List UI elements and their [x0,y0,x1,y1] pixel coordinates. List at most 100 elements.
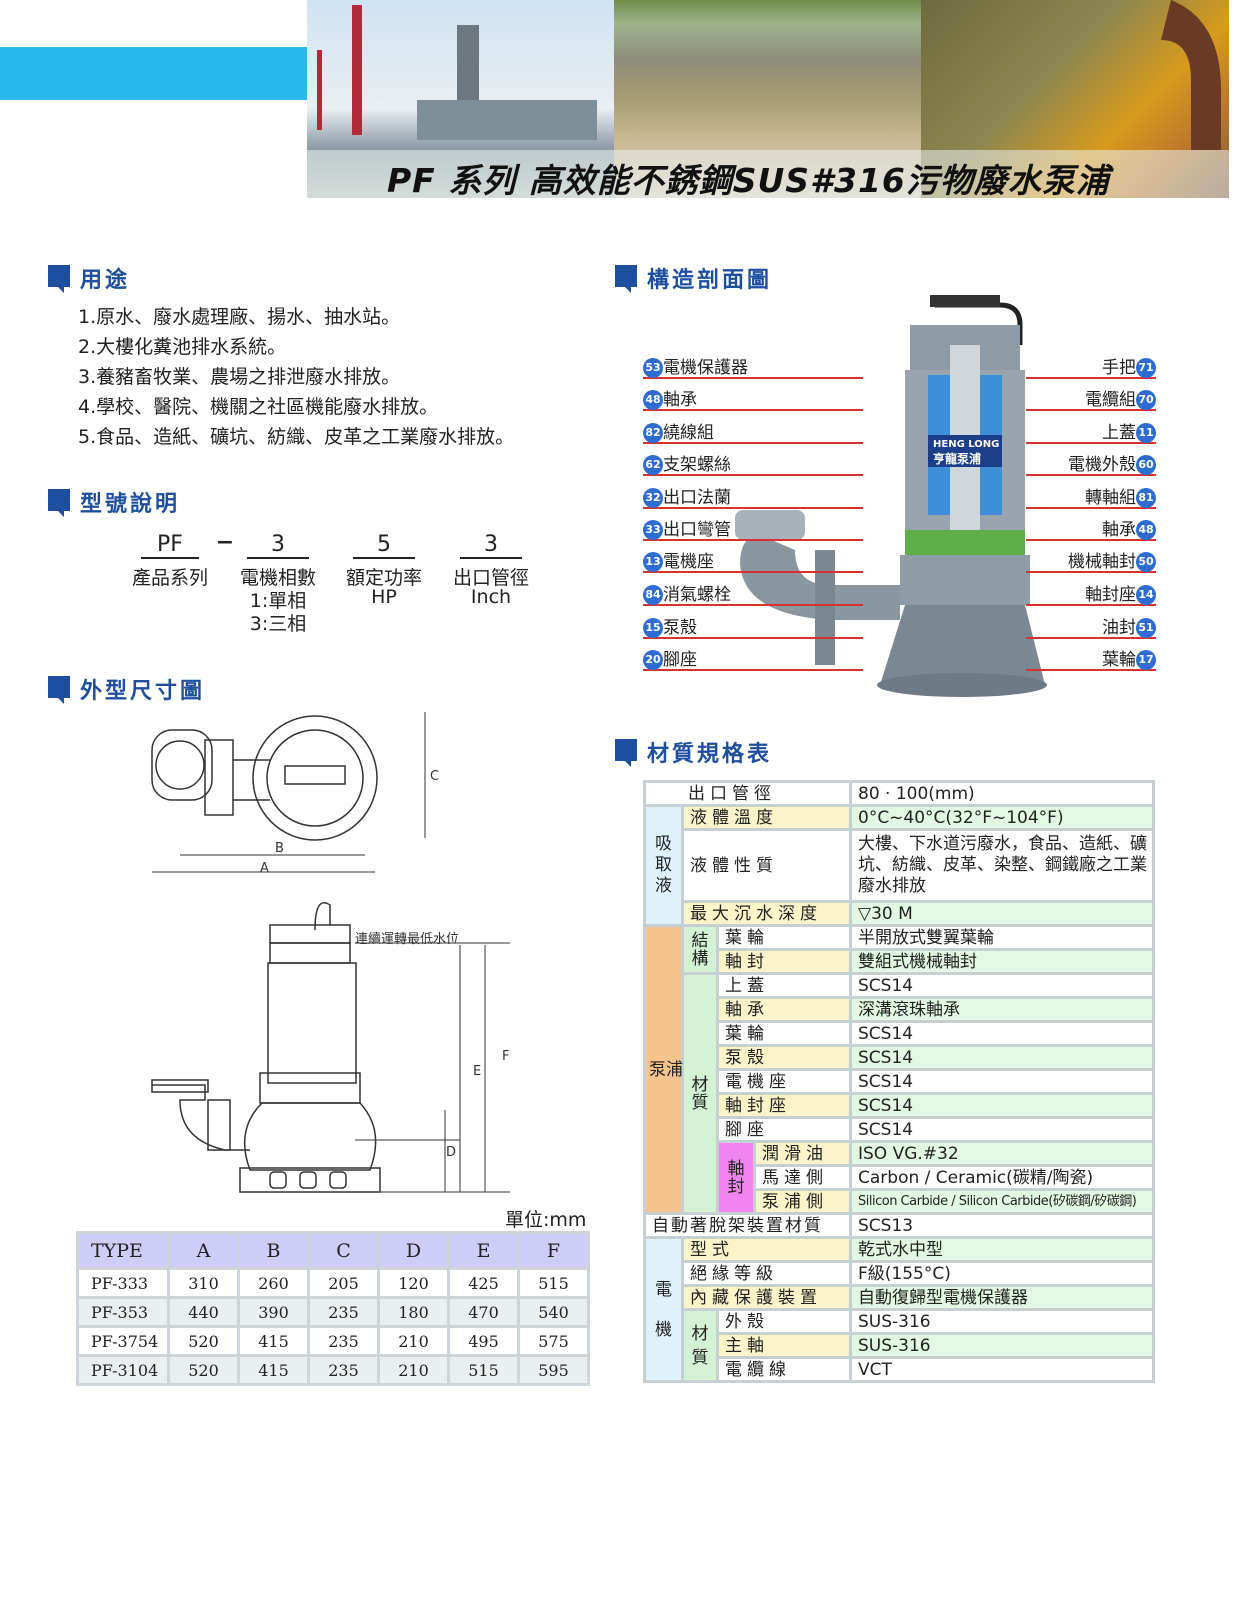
section-marker-icon [48,265,70,293]
part-number-badge: 20 [643,650,663,670]
group-motor: 電機 [643,1236,684,1383]
part-number-badge: 13 [643,552,663,572]
usage-item: 4.學校、醫院、機關之社區機能廢水排放。 [78,396,439,418]
part-number-badge: 32 [643,488,663,508]
group-pump: 泵浦 [643,924,684,1215]
cell: 260 [237,1267,310,1299]
svg-text:C: C [430,769,439,784]
phase-single: 1:單相 [249,590,307,612]
section-marker-icon [615,265,637,293]
cell: PF-3104 [76,1354,170,1386]
spec-label: 外殼 [716,1308,852,1335]
spec-value: 大樓、下水道污廢水，食品、造紙、礦坑、紡織、皮革、染整、鋼鐵廠之工業廢水排放 [849,828,1155,903]
col-header: D [377,1231,450,1270]
label-phase: 電機相數 [239,567,316,589]
code-series: PF [141,532,199,559]
svg-text:HENG LONG: HENG LONG [933,439,999,450]
part-number-badge: 48 [643,390,663,410]
pump-cutaway-diagram: HENG LONG 亨龍泵浦 [735,295,1047,697]
cell: 520 [167,1354,240,1386]
label-series: 產品系列 [131,567,208,589]
col-header: TYPE [76,1231,170,1270]
spec-label: 腳座 [716,1116,852,1143]
group-material: 材質 [681,972,719,1215]
cell: 180 [377,1296,450,1328]
spec-value: SCS14 [849,1044,1155,1071]
part-number-badge: 50 [1136,552,1156,572]
code-phase: 3 [247,532,309,559]
code-separator: − [215,530,235,555]
cell: PF-333 [76,1267,170,1299]
label-power: 額定功率 [345,567,422,589]
cell: 495 [447,1325,520,1357]
cell: 575 [517,1325,590,1357]
section-heading-usage: 用途 [48,262,130,294]
spec-label: 馬達側 [753,1164,852,1191]
spec-label: 液體性質 [681,828,852,903]
group-motor-material: 材質 [681,1308,719,1383]
part-number-badge: 48 [1136,520,1156,540]
spec-label: 葉輪 [716,924,852,951]
spec-value: 自動復歸型電機保護器 [849,1284,1155,1311]
cell: 425 [447,1267,520,1299]
spec-value: SCS14 [849,1068,1155,1095]
svg-text:B: B [275,841,284,856]
spec-label: 出口管徑 [643,780,852,807]
part-number-badge: 62 [643,455,663,475]
svg-text:A: A [260,861,269,876]
spec-label: 自動著脫架裝置材質 [643,1212,852,1239]
cell: 415 [237,1354,310,1386]
section-heading-materials: 材質規格表 [615,736,772,768]
cell: 470 [447,1296,520,1328]
cell: 515 [447,1354,520,1386]
group-liquid: 吸取液 [643,804,684,927]
code-power: 5 [353,532,415,559]
spec-label: 電機座 [716,1068,852,1095]
section-heading-dimensions: 外型尺寸圖 [48,673,205,705]
spec-label: 泵浦側 [753,1188,852,1215]
part-number-badge: 51 [1136,618,1156,638]
svg-text:D: D [446,1145,456,1160]
cell: 415 [237,1325,310,1357]
part-number-badge: 14 [1136,585,1156,605]
section-marker-icon [48,489,70,517]
cell: 235 [307,1296,380,1328]
page-title: PF 系列 高效能不銹鋼SUS#316污物廢水泵浦 [387,161,1110,198]
part-number-badge: 84 [643,585,663,605]
svg-text:F: F [502,1049,509,1064]
part-number-badge: 71 [1136,358,1156,378]
usage-item: 3.養豬畜牧業、農場之排泄廢水排放。 [78,366,401,388]
col-header: B [237,1231,310,1270]
part-number-badge: 60 [1136,455,1156,475]
cell: 515 [517,1267,590,1299]
spec-label: 電纜線 [716,1356,852,1383]
spec-label: 內藏保護裝置 [681,1284,852,1311]
dimension-drawing: C B A 連續運轉最低水位 E F D [151,712,510,1193]
part-number-badge: 15 [643,618,663,638]
spec-value: SCS14 [849,1116,1155,1143]
usage-item: 5.食品、造紙、礦坑、紡織、皮革之工業廢水排放。 [78,426,515,448]
outlet-unit: Inch [470,586,512,608]
part-number-badge: 53 [643,358,663,378]
spec-value: 深溝滾珠軸承 [849,996,1155,1023]
power-unit: HP [371,586,397,608]
group-structure: 結構 [681,924,719,975]
